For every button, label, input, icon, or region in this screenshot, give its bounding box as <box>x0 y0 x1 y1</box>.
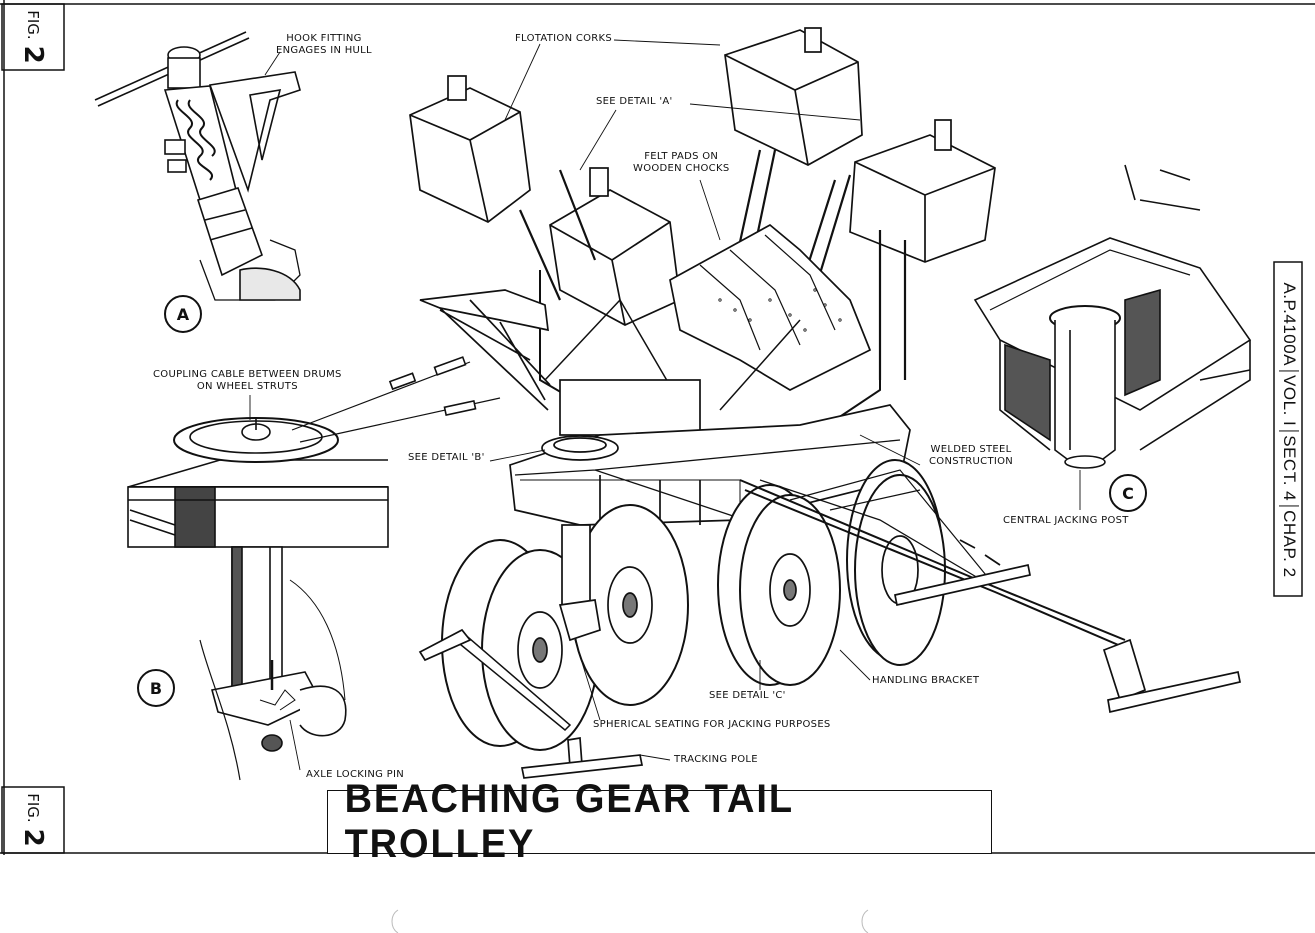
drawing-title: BEACHING GEAR TAIL TROLLEY <box>344 777 794 866</box>
ref-part: SECT. 4 <box>1279 430 1299 506</box>
detail-marker-b: B <box>137 669 175 707</box>
label-flotation-corks: FLOTATION CORKS <box>515 33 613 44</box>
fig-tag-bottom: FIG. 2 <box>18 790 48 850</box>
label-welded-steel: WELDED STEEL CONSTRUCTION <box>929 444 1014 467</box>
fig-tag-top: FIG. 2 <box>18 7 48 67</box>
fig-word: FIG. <box>24 10 42 40</box>
main-trolley-drawing <box>409 27 1241 779</box>
label-central-jacking-post: CENTRAL JACKING POST <box>1003 515 1129 526</box>
ref-part: CHAP. 2 <box>1279 505 1299 582</box>
label-coupling-cable: COUPLING CABLE BETWEEN DRUMS ON WHEEL ST… <box>153 369 342 392</box>
label-tracking-pole: TRACKING POLE <box>674 754 758 765</box>
fig-number: 2 <box>18 828 48 847</box>
label-see-detail-a: SEE DETAIL 'A' <box>596 96 673 107</box>
detail-b-strut-drawing <box>127 356 501 781</box>
fig-word: FIG. <box>24 793 42 823</box>
detail-marker-a: A <box>164 295 202 333</box>
detail-a-hook-fitting-drawing <box>94 31 301 301</box>
label-felt-pads: FELT PADS ON WOODEN CHOCKS <box>633 151 730 174</box>
leader-lines <box>249 39 1081 771</box>
scan-marks <box>391 909 869 933</box>
label-handling-bracket: HANDLING BRACKET <box>872 675 980 686</box>
fig-number: 2 <box>18 45 48 64</box>
title-box: BEACHING GEAR TAIL TROLLEY <box>327 777 992 866</box>
label-axle-locking-pin: AXLE LOCKING PIN <box>306 769 405 780</box>
label-see-detail-c: SEE DETAIL 'C' <box>709 690 786 701</box>
ref-part: A.P.4100A <box>1280 282 1299 367</box>
detail-marker-c: C <box>1109 474 1147 512</box>
ref-part: VOL. I <box>1279 370 1299 431</box>
label-see-detail-b: SEE DETAIL 'B' <box>408 452 485 463</box>
label-spherical-seating: SPHERICAL SEATING FOR JACKING PURPOSES <box>593 719 831 730</box>
label-hook-fitting: HOOK FITTING ENGAGES IN HULL <box>276 33 372 56</box>
detail-c-jacking-post-drawing <box>973 164 1252 469</box>
publication-reference: A.P.4100A VOL. I SECT. 4 CHAP. 2 <box>1279 278 1299 582</box>
